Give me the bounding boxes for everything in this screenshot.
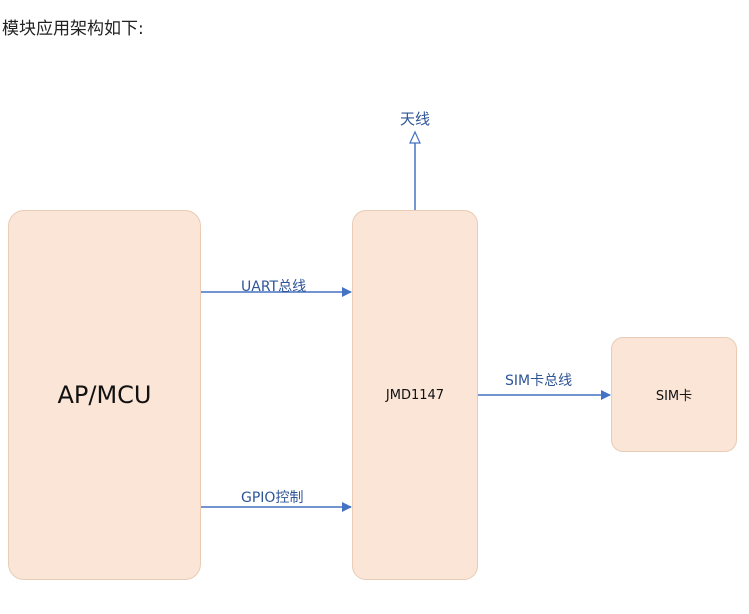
jmd-module-node: JMD1147 bbox=[352, 210, 478, 580]
ap-mcu-label: AP/MCU bbox=[57, 381, 152, 409]
sim-card-label: SIM卡 bbox=[655, 389, 693, 404]
antenna-label: 天线 bbox=[400, 110, 431, 128]
ap-mcu-node: AP/MCU bbox=[8, 210, 201, 580]
uart-bus-label: UART总线 bbox=[241, 279, 307, 295]
sim-bus-label: SIM卡总线 bbox=[505, 373, 573, 389]
page-heading: 模块应用架构如下: bbox=[2, 19, 144, 39]
jmd-module-label: JMD1147 bbox=[385, 387, 445, 403]
gpio-control-label: GPIO控制 bbox=[241, 490, 304, 506]
antenna-arrowhead bbox=[409, 130, 421, 144]
sim-card-node: SIM卡 bbox=[611, 337, 737, 452]
